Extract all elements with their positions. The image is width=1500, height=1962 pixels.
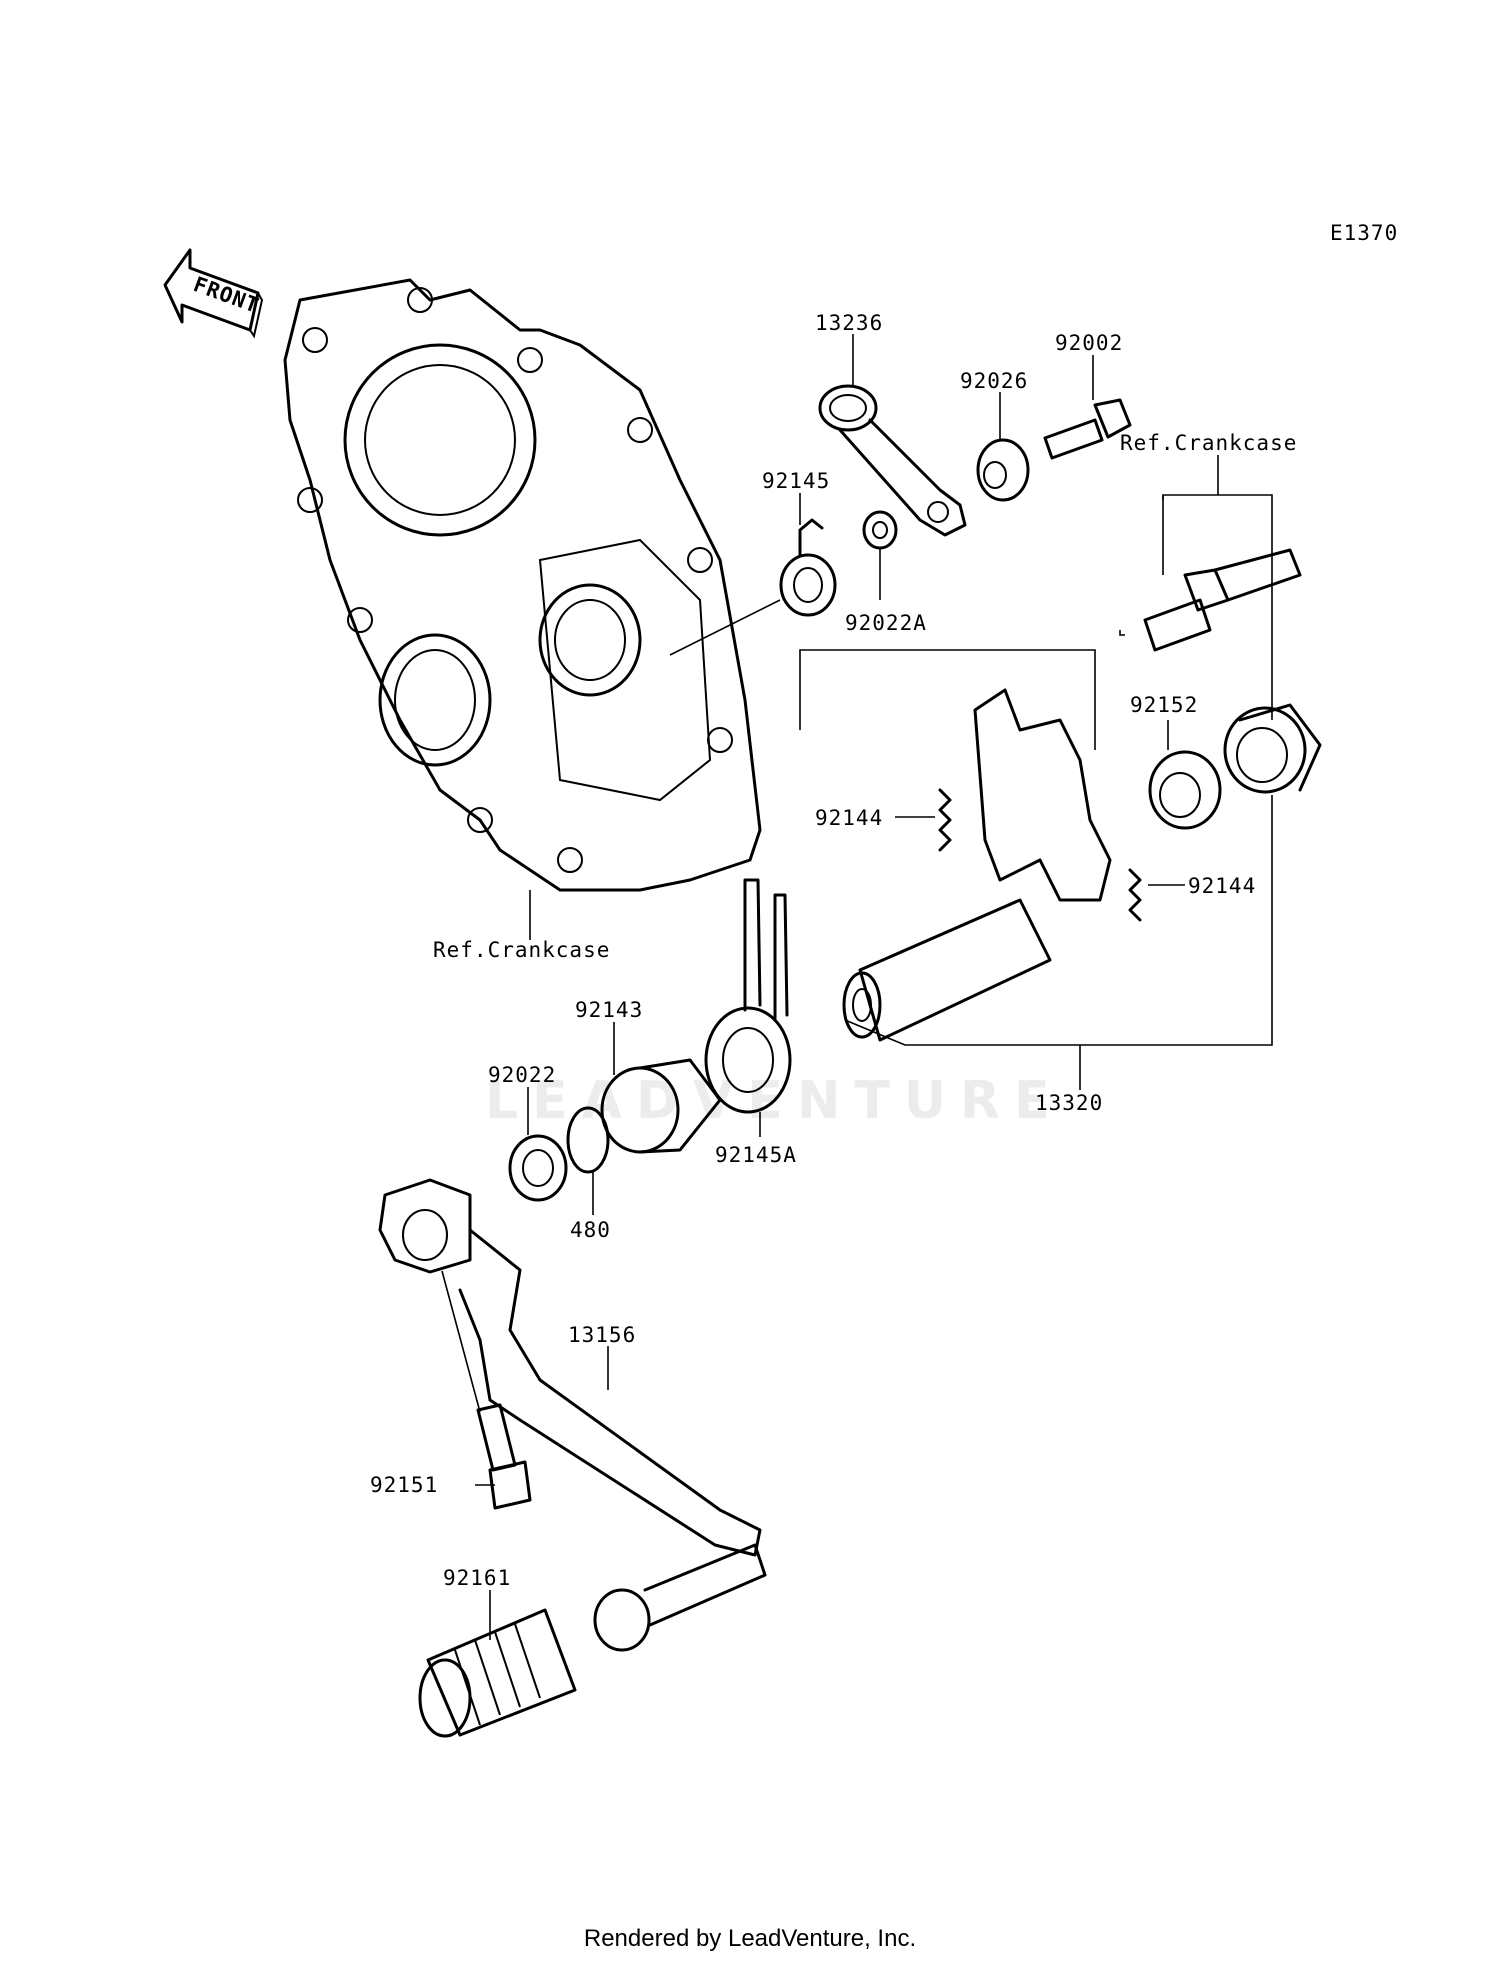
spring-92144-right xyxy=(1128,868,1142,922)
part-label-92143[interactable]: 92143 xyxy=(575,998,643,1022)
part-label-13320[interactable]: 13320 xyxy=(1035,1091,1103,1115)
collar-92152 xyxy=(1148,750,1222,830)
part-label-480[interactable]: 480 xyxy=(570,1218,611,1242)
bolt-92002 xyxy=(1043,398,1132,460)
bolt-92151 xyxy=(476,1403,532,1510)
leader-lines xyxy=(441,334,1273,1640)
shift-shaft-13320 xyxy=(842,688,1112,1042)
part-label-13236[interactable]: 13236 xyxy=(815,311,883,335)
ref-crankcase-top[interactable]: Ref.Crankcase xyxy=(1120,431,1297,455)
part-label-13156[interactable]: 13156 xyxy=(568,1323,636,1347)
front-arrow-icon: FRONT xyxy=(163,248,264,339)
ref-crankcase-left[interactable]: Ref.Crankcase xyxy=(433,938,610,962)
part-label-92145[interactable]: 92145 xyxy=(762,469,830,493)
diagram-code: E1370 xyxy=(1330,221,1398,245)
needle-bearing xyxy=(1223,703,1322,794)
footer-credit: Rendered by LeadVenture, Inc. xyxy=(583,1925,917,1952)
washer-92022A xyxy=(862,510,898,550)
crankcase-cover xyxy=(283,278,781,892)
shift-arm-13236 xyxy=(818,384,967,537)
collar-92143 xyxy=(600,1058,722,1154)
part-label-92022[interactable]: 92022 xyxy=(488,1063,556,1087)
washer-92022 xyxy=(508,1134,568,1202)
washer-92026 xyxy=(976,438,1030,502)
spring-92144-left xyxy=(938,788,952,852)
part-label-92152[interactable]: 92152 xyxy=(1130,693,1198,717)
part-label-92151[interactable]: 92151 xyxy=(370,1473,438,1497)
spring-92145A xyxy=(704,878,792,1114)
part-label-92145A[interactable]: 92145A xyxy=(715,1143,797,1167)
part-label-92144-left[interactable]: 92144 xyxy=(815,806,883,830)
part-label-92161[interactable]: 92161 xyxy=(443,1566,511,1590)
footpeg-shaft xyxy=(593,1543,767,1652)
pedal-rubber-92161 xyxy=(418,1608,577,1738)
crankcase-stud xyxy=(1143,548,1302,652)
part-label-92022A[interactable]: 92022A xyxy=(845,611,927,635)
shift-pedal-13156 xyxy=(378,1178,762,1557)
part-label-92144-right[interactable]: 92144 xyxy=(1188,874,1256,898)
part-label-92002[interactable]: 92002 xyxy=(1055,331,1123,355)
circlip-480 xyxy=(566,1106,610,1174)
part-label-92026[interactable]: 92026 xyxy=(960,369,1028,393)
spring-92145 xyxy=(779,518,837,617)
